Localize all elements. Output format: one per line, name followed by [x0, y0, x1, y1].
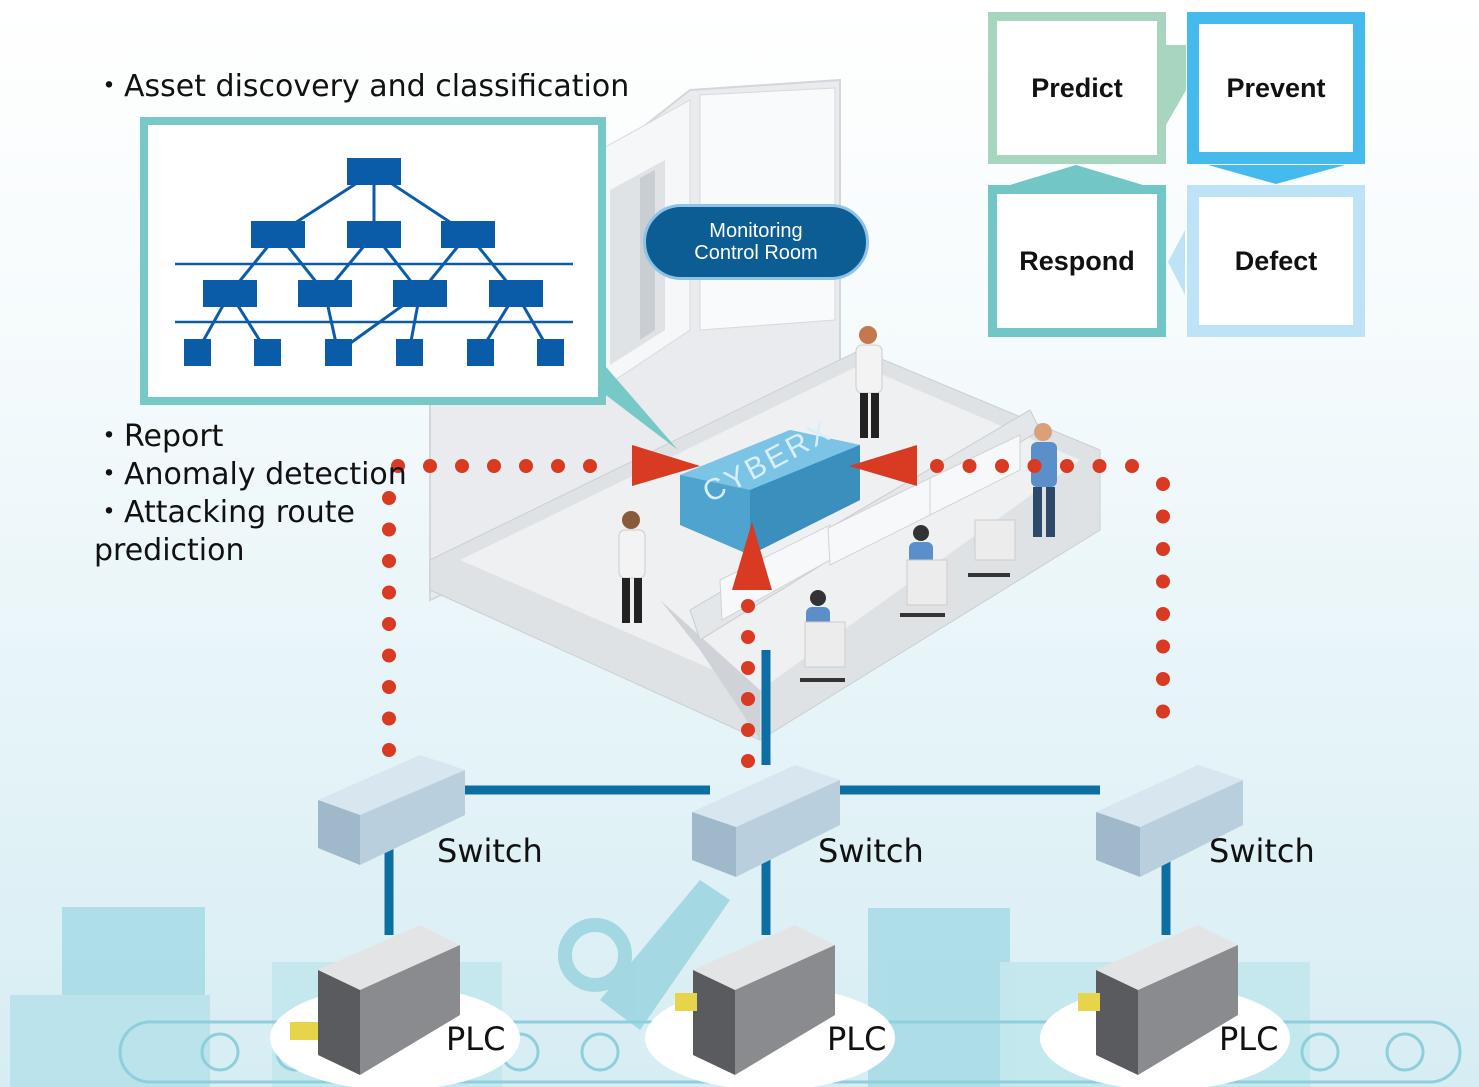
tree-leaf	[325, 339, 352, 366]
plc-label-2: PLC	[827, 1020, 887, 1058]
arrow-left	[632, 445, 700, 486]
monitoring-dot	[423, 459, 437, 473]
monitoring-dot	[1125, 459, 1139, 473]
monitoring-dot	[382, 680, 396, 694]
monitoring-dot	[741, 692, 755, 706]
tree-node	[203, 280, 257, 307]
operator-standing-2	[618, 511, 646, 623]
monitoring-dot	[391, 459, 405, 473]
arrow-up	[732, 522, 772, 590]
monitoring-dot	[382, 585, 396, 600]
cyberx-appliance	[680, 430, 860, 555]
monitoring-paths	[382, 459, 1170, 768]
monitoring-dot	[1156, 704, 1170, 719]
monitoring-dot	[962, 459, 977, 473]
monitoring-dot	[583, 459, 597, 473]
tree-leaf	[396, 339, 423, 366]
tree-node	[298, 280, 352, 307]
monitoring-dot	[930, 459, 944, 473]
monitoring-dot	[382, 743, 396, 757]
monitoring-dot	[551, 459, 565, 473]
monitoring-dot	[741, 630, 755, 644]
cycle-prevent: Prevent	[1187, 12, 1365, 164]
monitoring-dot	[741, 661, 755, 675]
alert-arrows	[632, 445, 917, 590]
anomaly-label: ・Anomaly detection	[94, 457, 407, 492]
tree-node	[251, 221, 305, 248]
cycle-predict: Predict	[988, 12, 1166, 164]
switch-1	[318, 755, 465, 865]
monitoring-dot	[382, 648, 396, 663]
room-badge-line2: Control Room	[694, 242, 818, 264]
monitoring-dot	[741, 754, 755, 768]
operator-seated-1	[800, 590, 846, 682]
monitoring-dot	[1156, 607, 1170, 621]
cycle-respond: Respond	[988, 185, 1166, 337]
switch-label-2: Switch	[818, 832, 924, 870]
tree-node	[489, 280, 543, 307]
empty-chair	[968, 519, 1016, 577]
switch-label-3: Switch	[1209, 832, 1315, 870]
tree-leaf	[254, 339, 281, 366]
cycle-defect: Defect	[1187, 185, 1365, 337]
operators	[618, 326, 1057, 682]
operator-standing-1	[855, 326, 883, 438]
monitoring-dot	[1060, 459, 1074, 473]
tree-node	[347, 221, 401, 248]
asset-discovery-label: ・Asset discovery and classification	[94, 69, 630, 104]
monitoring-dot	[382, 711, 396, 726]
attack-route-label-cont: prediction	[94, 533, 245, 568]
monitoring-dot	[519, 459, 533, 473]
room-badge-line1: Monitoring	[709, 220, 803, 242]
cycle-predict-label: Predict	[1031, 72, 1123, 103]
cycle-prevent-label: Prevent	[1226, 72, 1326, 103]
monitoring-dot	[382, 522, 396, 537]
cycle-respond-label: Respond	[1019, 245, 1135, 276]
plc-label-3: PLC	[1219, 1020, 1279, 1058]
operator-seated-2	[900, 525, 948, 617]
monitoring-dot	[1092, 459, 1107, 473]
monitoring-dot	[1027, 459, 1042, 473]
report-label: ・Report	[94, 419, 224, 454]
monitoring-room-badge: Monitoring Control Room	[643, 204, 869, 280]
monitoring-dot	[741, 599, 755, 613]
monitoring-dot	[382, 491, 396, 505]
monitoring-dot	[382, 554, 396, 568]
switch-2	[692, 765, 840, 877]
attack-route-label: ・Attacking route	[94, 495, 355, 530]
monitoring-dot	[741, 723, 755, 737]
plc-devices	[270, 925, 1290, 1087]
monitoring-dot	[1156, 542, 1170, 556]
monitoring-dot	[1156, 639, 1170, 654]
tree-leaf	[537, 339, 564, 366]
monitoring-dot	[1156, 509, 1170, 524]
monitoring-dot	[382, 617, 396, 631]
plc-3	[1040, 925, 1290, 1087]
monitoring-dot	[1156, 672, 1170, 686]
arrow-right	[849, 445, 917, 486]
tree-node	[393, 280, 447, 307]
asset-tree	[175, 158, 573, 366]
switch-label-1: Switch	[437, 832, 543, 870]
switch-devices	[318, 755, 1243, 877]
tree-leaf	[467, 339, 494, 366]
plc-2	[645, 925, 895, 1087]
operator-standing-3	[1031, 423, 1057, 537]
monitoring-dot	[1156, 477, 1170, 491]
monitoring-dot	[487, 459, 501, 473]
monitoring-dot	[995, 459, 1009, 473]
tree-node-root	[347, 158, 401, 185]
monitoring-dot	[1156, 574, 1170, 589]
tree-node	[441, 221, 495, 248]
monitoring-dot	[455, 459, 469, 473]
tree-leaf	[184, 339, 211, 366]
plc-1	[270, 925, 520, 1087]
cycle-defect-label: Defect	[1234, 245, 1318, 276]
cycle-arrows	[1010, 45, 1345, 295]
plc-label-1: PLC	[446, 1020, 506, 1058]
switch-3	[1096, 765, 1243, 877]
